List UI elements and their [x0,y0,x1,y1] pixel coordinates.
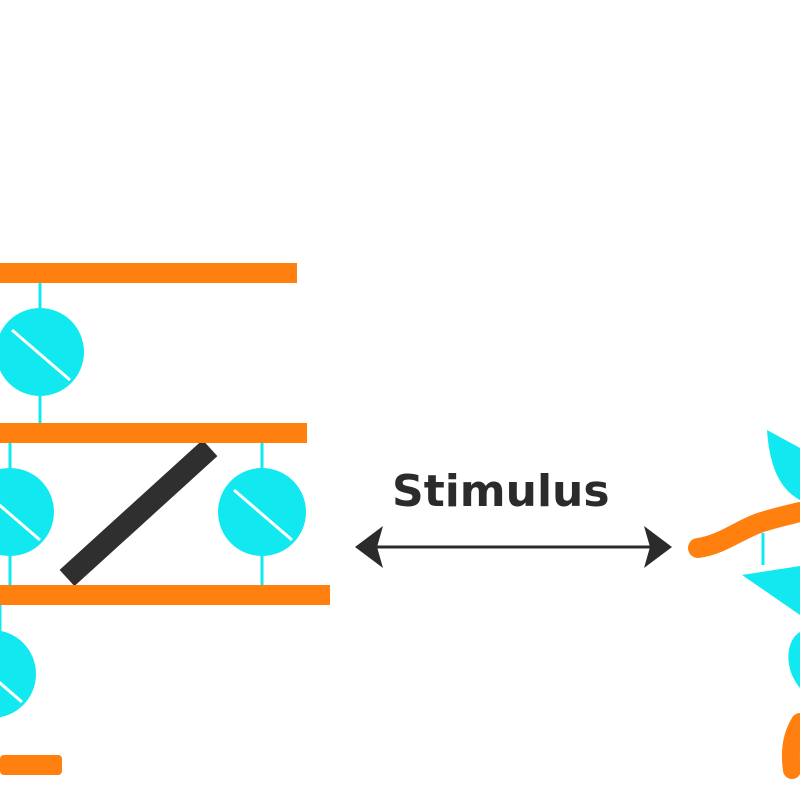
pendant-unit [0,468,54,556]
backbone-strand [0,423,307,443]
backbone-strand [0,755,62,775]
pendant-unit [0,630,36,718]
arrow-head-right [644,526,672,568]
backbone-strand [0,263,297,283]
stimulus-label: Stimulus [392,466,610,517]
pendant-unit-fragment [788,632,800,688]
pendant-unit-fragment [742,566,800,615]
pendant-unit-fragment [767,430,800,500]
backbone-strand-curved [781,713,800,779]
pendant-unit [0,308,84,396]
ordered-layered-structure [0,263,330,775]
crosslink [59,439,218,587]
disordered-structure [688,430,800,779]
bidirectional-arrow [355,526,672,568]
backbone-strand [0,585,330,605]
pendant-unit [218,468,306,556]
arrow-head-left [355,526,383,568]
backbone-strand-curved [688,502,800,558]
